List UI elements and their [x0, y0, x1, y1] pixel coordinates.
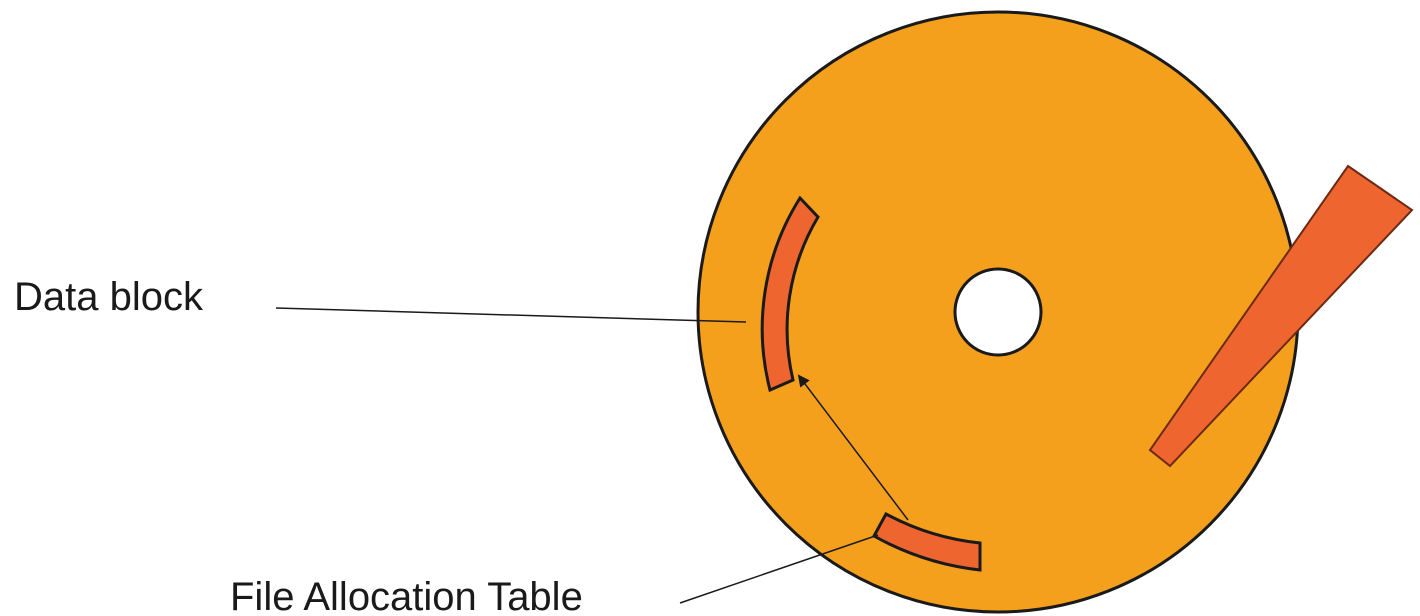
spindle-hole	[955, 269, 1041, 355]
data-block-leader-line	[276, 308, 746, 322]
data-block-label: Data block	[14, 275, 204, 319]
file-allocation-table-label: File Allocation Table	[230, 575, 583, 616]
